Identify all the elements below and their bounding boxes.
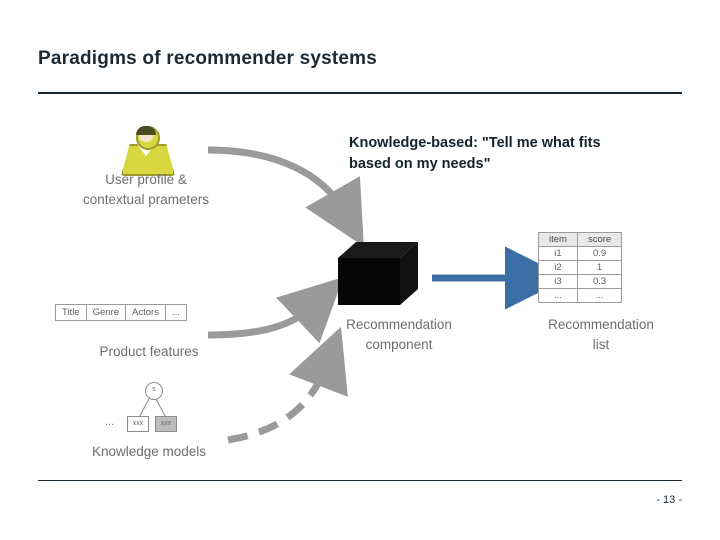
product-header-title: Title xyxy=(55,304,87,321)
avatar-hair xyxy=(136,126,156,135)
user-profile-label: User profile & contextual prameters xyxy=(56,170,236,209)
rec-cell-item-3: i3 xyxy=(538,274,578,289)
kg-ellipsis: ... xyxy=(105,416,115,428)
product-features-table: Title Genre Actors ... xyxy=(55,304,187,321)
callout-text: Knowledge-based: "Tell me what fits base… xyxy=(349,133,679,175)
recommendation-list-label: Recommendation list xyxy=(508,315,694,354)
recommendation-list-table: item score i1 0.9 i2 1 i3 0.3 ... ... xyxy=(538,232,623,303)
table-row: ... ... xyxy=(538,288,623,303)
rec-cell-score-3: 0.3 xyxy=(576,274,623,289)
callout-line-2: based on my needs" xyxy=(349,156,491,173)
product-features-label: Product features xyxy=(99,344,199,359)
table-row: Title Genre Actors ... xyxy=(55,304,187,321)
table-row: i1 0.9 xyxy=(538,246,623,261)
rec-cell-item-1: i1 xyxy=(538,246,578,261)
table-row: i2 1 xyxy=(538,260,623,275)
product-header-more: ... xyxy=(164,304,187,321)
rec-cell-item-4: ... xyxy=(538,288,578,303)
recommendation-component-line-2: component xyxy=(365,336,433,352)
callout-line-1: Knowledge-based: "Tell me what fits xyxy=(349,135,601,151)
rec-cell-item-2: i2 xyxy=(538,260,578,275)
recommendation-list-line-2: list xyxy=(592,336,610,352)
recommendation-component-line-1: Recommendation xyxy=(346,317,452,332)
diagram-arrows xyxy=(207,146,568,444)
product-header-genre: Genre xyxy=(85,304,127,321)
user-profile-label-line-1: User profile & xyxy=(105,172,187,187)
knowledge-models-label: Knowledge models xyxy=(91,444,207,459)
recommendation-component-label: Recommendation component xyxy=(306,315,492,354)
arrow-knowledge-to-component xyxy=(227,326,348,444)
recommender-diagram: User profile & contextual prameters Titl… xyxy=(38,110,682,470)
arrow-user-to-component xyxy=(207,146,364,247)
user-profile-label-line-2: contextual prameters xyxy=(82,191,210,207)
black-box-icon xyxy=(338,240,428,310)
kg-node-top: s xyxy=(145,382,163,400)
recommendation-list-line-1: Recommendation xyxy=(548,317,654,332)
rec-header-score: score xyxy=(576,232,623,247)
page-number: - 13 - xyxy=(656,494,682,506)
rec-header-item: item xyxy=(538,232,578,247)
table-row: i3 0.3 xyxy=(538,274,623,289)
rec-cell-score-4: ... xyxy=(576,288,623,303)
table-row: item score xyxy=(538,232,623,247)
user-avatar-icon xyxy=(118,126,175,176)
knowledge-graph-icon: s xxx xxx ... xyxy=(93,382,203,438)
rec-cell-score-2: 1 xyxy=(576,260,623,275)
kg-node-right: xxx xyxy=(155,416,177,432)
arrow-product-to-component xyxy=(207,277,344,344)
kg-node-left: xxx xyxy=(127,416,149,432)
title-divider xyxy=(38,92,682,94)
product-header-actors: Actors xyxy=(125,304,166,321)
black-box-svg xyxy=(338,242,418,305)
rec-cell-score-1: 0.9 xyxy=(576,246,623,261)
page-title: Paradigms of recommender systems xyxy=(38,48,378,69)
footer-divider xyxy=(38,480,682,481)
